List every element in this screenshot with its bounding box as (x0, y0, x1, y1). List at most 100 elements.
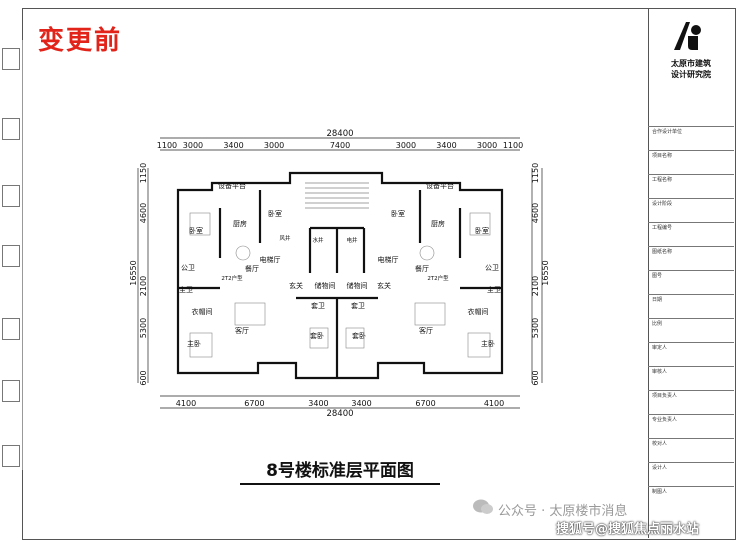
room-master-left: 主卧 (187, 339, 201, 348)
dim-top: 3000 (264, 141, 284, 150)
dim-left: 600 (139, 370, 148, 385)
room-public-wc-right: 公卫 (485, 264, 499, 272)
room-bedroom-right-1: 卧室 (475, 226, 489, 235)
title-block-row: 工程名称 (648, 174, 734, 199)
dim-bottom: 3400 (351, 399, 371, 408)
room-foyer-left: 玄关 (289, 281, 303, 290)
strip-tag (2, 118, 20, 140)
room-equip-right: 设备平台 (426, 181, 454, 190)
room-bedroom-right-2: 卧室 (391, 209, 405, 218)
title-block-row: 工程编号 (648, 222, 734, 247)
room-equip-left: 设备平台 (218, 181, 246, 190)
room-dining-right: 餐厅 (415, 264, 429, 273)
left-strip (0, 40, 23, 470)
title-block-row-label: 审核人 (652, 369, 668, 375)
title-block-row-label: 审定人 (652, 345, 668, 351)
room-elevator-hall-right: 电梯厅 (378, 255, 399, 264)
dim-right: 16550 (541, 260, 550, 285)
room-living-right: 客厅 (419, 326, 433, 335)
title-block-row: 合作设计单位 (648, 126, 734, 151)
dim-right: 4600 (531, 203, 540, 223)
shaft-wind: 风井 (279, 234, 291, 242)
room-storage-right: 储物间 (347, 281, 368, 290)
dim-left: 5300 (139, 318, 148, 338)
dim-bottom: 6700 (244, 399, 264, 408)
room-bedroom-left-1: 卧室 (189, 226, 203, 235)
title-block-row-label: 校对人 (652, 441, 668, 447)
room-storage-left: 储物间 (315, 281, 336, 290)
dim-top: 3400 (436, 141, 456, 150)
strip-tag (2, 318, 20, 340)
institute-name: 太原市建筑 设计研究院 (655, 58, 727, 80)
room-foyer-right: 玄关 (377, 281, 391, 290)
plan-title: 8号楼标准层平面图 (240, 456, 440, 485)
watermark-overlay: 搜狐号@搜狐焦点丽水站 (556, 522, 700, 537)
room-closet-right: 衣帽间 (468, 307, 489, 316)
dim-right: 600 (531, 370, 540, 385)
watermark-text: 公众号 · 太原楼市消息 (498, 504, 628, 519)
title-block-row: 专业负责人 (648, 414, 734, 439)
title-block-row-label: 比例 (652, 321, 663, 327)
dim-right: 2100 (531, 276, 540, 296)
dim-bottom: 4100 (176, 399, 196, 408)
unit-label-left: 2T2户型 (221, 274, 243, 282)
dim-total-top: 28400 (326, 129, 353, 139)
dim-top: 1100 (157, 141, 177, 150)
title-block-row-label: 图号 (652, 273, 663, 279)
title-block-row-label: 设计人 (652, 465, 668, 471)
title-block-row-label: 工程编号 (652, 225, 673, 231)
dim-top: 7400 (330, 141, 350, 150)
dim-top: 1100 (503, 141, 523, 150)
title-block-row: 图号 (648, 270, 734, 295)
title-block-row: 审核人 (648, 366, 734, 391)
title-block-row-label: 合作设计单位 (652, 129, 683, 135)
title-block-row: 图纸名称 (648, 246, 734, 271)
unit-label-right: 2T2户型 (427, 274, 449, 282)
room-bedroom-left-2: 卧室 (268, 209, 282, 218)
dim-right: 5300 (531, 318, 540, 338)
title-block-row-label: 项目名称 (652, 153, 673, 159)
title-block-row: 比例 (648, 318, 734, 343)
dim-top: 3400 (223, 141, 243, 150)
dim-top: 3000 (183, 141, 203, 150)
title-block-row: 制图人 (648, 486, 734, 511)
room-master-wc-right: 主卫 (487, 285, 501, 294)
title-block-row-label: 日期 (652, 297, 663, 303)
title-block-row: 项目负责人 (648, 390, 734, 415)
dim-left: 4600 (139, 203, 148, 223)
strip-tag (2, 185, 20, 207)
dim-total-bottom: 28400 (326, 409, 353, 418)
institute-name-line1: 太原市建筑 (671, 59, 711, 68)
title-block-row: 设计人 (648, 462, 734, 487)
dim-left: 1150 (139, 163, 148, 183)
dim-left: 16550 (129, 260, 138, 285)
title-block-row-label: 图纸名称 (652, 249, 673, 255)
title-block-row: 设计阶段 (648, 198, 734, 223)
strip-tag (2, 380, 20, 402)
floor-plan: 28400 28400 1100 3000 3400 3000 7400 3000 3400… (129, 129, 550, 418)
title-block-row-label: 制图人 (652, 489, 668, 495)
title-block-row: 日期 (648, 294, 734, 319)
title-block-row-label: 项目负责人 (652, 393, 678, 399)
dim-bottom: 4100 (484, 399, 504, 408)
institute-name-line2: 设计研究院 (671, 70, 711, 79)
room-closet-left: 衣帽间 (192, 307, 213, 316)
dim-left: 2100 (139, 276, 148, 296)
dim-right: 1150 (531, 163, 540, 183)
room-elevator-hall-left: 电梯厅 (260, 255, 281, 264)
room-kitchen-left: 厨房 (233, 219, 247, 228)
institute-logo-icon (674, 22, 701, 50)
dim-bottom: 6700 (415, 399, 435, 408)
title-block-row-label: 专业负责人 (652, 417, 678, 423)
room-dining-left: 餐厅 (245, 264, 259, 273)
room-master-wc-left: 主卫 (179, 285, 193, 294)
title-block (648, 8, 735, 538)
room-suite-wc-right: 套卫 (351, 301, 365, 310)
room-suite-left: 套卧 (310, 331, 324, 340)
room-master-right: 主卧 (481, 339, 495, 348)
title-block-row: 审定人 (648, 342, 734, 367)
title-block-row-label: 设计阶段 (652, 201, 673, 207)
room-living-left: 客厅 (235, 326, 249, 335)
dim-top: 3000 (477, 141, 497, 150)
room-public-wc-left: 公卫 (181, 264, 195, 272)
